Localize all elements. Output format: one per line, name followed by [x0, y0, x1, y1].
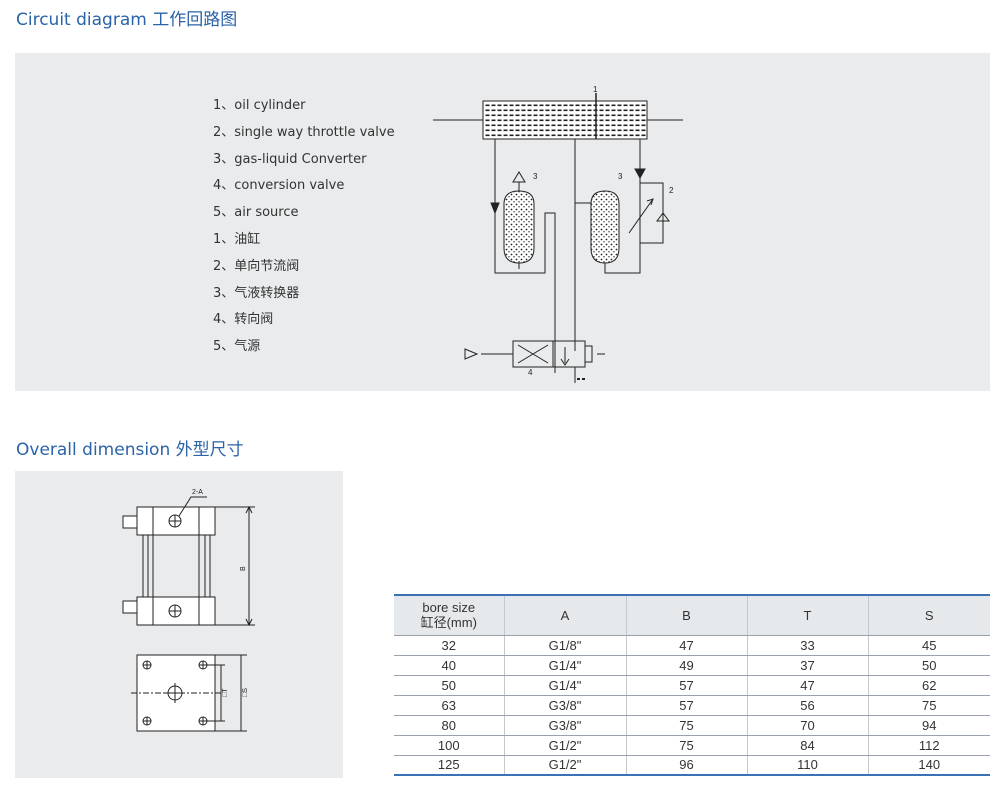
throttle-valve-symbol — [628, 168, 670, 244]
cell-s: 112 — [868, 735, 990, 756]
cell-a: G1/4" — [504, 655, 627, 676]
header-bore-line1: bore size — [422, 600, 476, 616]
legend-item: 4、conversion valve — [213, 178, 345, 194]
legend-item: 1、油缸 — [213, 231, 261, 247]
table-header-row: bore size 缸径(mm) A B T S — [394, 594, 990, 636]
table-row: 32 G1/8" 47 33 45 — [394, 635, 990, 656]
header-a: A — [504, 594, 627, 636]
header-b: B — [626, 594, 748, 636]
oil-cylinder-symbol — [433, 93, 683, 140]
label-cylinder: 1 — [593, 85, 598, 94]
cell-bore: 80 — [394, 715, 505, 736]
legend-item: 2、单向节流阀 — [213, 258, 300, 274]
table-row: 63 G3/8" 57 56 75 — [394, 695, 990, 716]
cell-s: 50 — [868, 655, 990, 676]
cell-a: G1/4" — [504, 675, 627, 696]
table-row: 80 G3/8" 75 70 94 — [394, 715, 990, 736]
side-view — [122, 496, 255, 627]
label-converter-right: 3 — [618, 172, 623, 181]
legend-item: 5、气源 — [213, 339, 261, 355]
cell-s: 140 — [868, 755, 990, 776]
cell-bore: 100 — [394, 735, 505, 756]
cell-t: 70 — [747, 715, 869, 736]
header-bore-size: bore size 缸径(mm) — [394, 594, 505, 636]
cell-t: 47 — [747, 675, 869, 696]
overall-dimension-title: Overall dimension 外型尺寸 — [16, 440, 244, 460]
cell-b: 75 — [626, 715, 748, 736]
cell-b: 75 — [626, 735, 748, 756]
cell-a: G1/8" — [504, 635, 627, 656]
label-throttle: 2 — [669, 186, 674, 195]
cell-bore: 50 — [394, 675, 505, 696]
cell-t: 110 — [747, 755, 869, 776]
table-row: 50 G1/4" 57 47 62 — [394, 675, 990, 696]
table-row: 125 G1/2" 96 110 140 — [394, 755, 990, 776]
gas-liquid-converter-right — [574, 139, 641, 351]
legend-item: 1、oil cylinder — [213, 98, 306, 113]
cell-t: 37 — [747, 655, 869, 676]
circuit-diagram-panel: 1、oil cylinder 2、single way throttle val… — [15, 53, 990, 391]
cell-t: 33 — [747, 635, 869, 656]
dimension-drawing-panel: 2-A B □T □S — [15, 471, 343, 778]
cell-a: G3/8" — [504, 695, 627, 716]
cell-b: 57 — [626, 695, 748, 716]
air-source-symbol — [577, 378, 587, 380]
conversion-valve-symbol — [464, 340, 605, 383]
cell-s: 94 — [868, 715, 990, 736]
cell-t: 56 — [747, 695, 869, 716]
cell-a: G1/2" — [504, 735, 627, 756]
cell-b: 96 — [626, 755, 748, 776]
table-row: 40 G1/4" 49 37 50 — [394, 655, 990, 676]
cell-b: 49 — [626, 655, 748, 676]
circuit-diagram-title: Circuit diagram 工作回路图 — [16, 10, 238, 30]
end-view — [131, 654, 247, 732]
hydraulic-circuit-drawing: 1 2 3 3 4 5 — [433, 85, 683, 383]
dimension-table: bore size 缸径(mm) A B T S 32 G1/8" 47 33 … — [394, 594, 990, 776]
cell-bore: 63 — [394, 695, 505, 716]
legend-item: 3、gas-liquid Converter — [213, 151, 367, 167]
cell-s: 75 — [868, 695, 990, 716]
cell-t: 84 — [747, 735, 869, 756]
cell-a: G3/8" — [504, 715, 627, 736]
cell-bore: 32 — [394, 635, 505, 656]
label-height: B — [240, 566, 247, 571]
cell-bore: 40 — [394, 655, 505, 676]
legend-item: 3、气液转换器 — [213, 285, 300, 301]
gas-liquid-converter-left — [494, 139, 556, 373]
table-row: 100 G1/2" 75 84 112 — [394, 735, 990, 756]
label-valve: 4 — [528, 368, 533, 377]
label-t: □T — [222, 688, 229, 697]
header-bore-line2: 缸径(mm) — [420, 615, 477, 631]
header-t: T — [747, 594, 869, 636]
cell-b: 57 — [626, 675, 748, 696]
legend-item: 4、转向阀 — [213, 312, 274, 328]
header-s: S — [868, 594, 990, 636]
label-ports: 2-A — [192, 489, 203, 496]
label-s: □S — [242, 688, 249, 697]
cell-b: 47 — [626, 635, 748, 656]
legend-item: 2、single way throttle valve — [213, 124, 395, 140]
component-legend: 1、oil cylinder 2、single way throttle val… — [213, 96, 395, 364]
cylinder-dimension-drawing: 2-A B □T □S — [122, 489, 255, 732]
cell-s: 45 — [868, 635, 990, 656]
cell-s: 62 — [868, 675, 990, 696]
cell-bore: 125 — [394, 755, 505, 776]
label-converter-left: 3 — [533, 172, 538, 181]
legend-item: 5、air source — [213, 205, 299, 221]
cell-a: G1/2" — [504, 755, 627, 776]
